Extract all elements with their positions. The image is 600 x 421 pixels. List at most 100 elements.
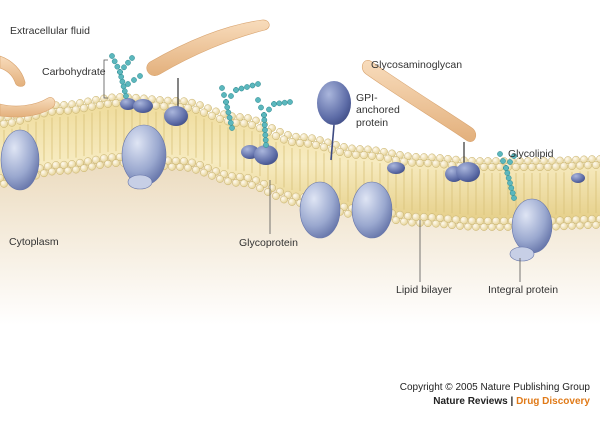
lipid-head	[467, 216, 477, 225]
lipid-head	[543, 162, 553, 171]
lipid-head	[404, 152, 412, 161]
lipid-head	[488, 223, 496, 231]
lipid-head	[76, 99, 84, 107]
lipid-head	[291, 192, 301, 201]
lipid-head	[79, 104, 89, 113]
lipid-head	[311, 141, 321, 150]
journal-credit: Nature Reviews | Drug Discovery	[433, 396, 590, 407]
lipid-head	[67, 160, 77, 169]
lipid-head	[55, 106, 65, 116]
lipid-head	[256, 184, 264, 193]
sugar-residue	[281, 99, 288, 106]
lipid-head	[519, 162, 529, 172]
lipid-head	[184, 163, 192, 172]
lipid-head	[80, 164, 88, 173]
lipid-head	[247, 121, 257, 130]
sugar-residue	[287, 99, 293, 105]
sugar-residue	[109, 53, 115, 59]
lipid-head	[92, 95, 100, 104]
lipid-head	[216, 175, 224, 183]
lipid-head	[412, 153, 420, 161]
lipid-head	[475, 216, 485, 226]
lipid-head	[428, 153, 436, 162]
glycosaminoglycan-left-top	[0, 55, 26, 87]
lipid-head	[588, 155, 596, 163]
integral-proteins	[0, 124, 553, 262]
gpi-label-line1: GPI-	[356, 92, 378, 104]
lipid-head	[351, 150, 361, 159]
sugar-residue	[233, 87, 239, 93]
lipid-head	[432, 219, 440, 228]
lipid-head	[243, 173, 253, 183]
sugar-residue	[505, 175, 512, 181]
lipid-head	[440, 220, 448, 229]
lipid-head	[7, 118, 17, 127]
lipid-head	[435, 213, 445, 223]
lipid-head	[56, 167, 64, 175]
sugar-residue	[129, 55, 135, 61]
lipid-head	[156, 96, 164, 104]
sugar-residue	[125, 59, 131, 66]
glycosaminoglycan-label: Glycosaminoglycan	[371, 59, 463, 71]
sugar-residue	[137, 73, 143, 79]
sugar-residue	[225, 109, 232, 116]
lipid-head	[180, 97, 188, 106]
lipid-head	[232, 178, 240, 187]
lipid-head	[592, 221, 600, 229]
lipid-head	[95, 101, 105, 110]
lipid-head	[91, 155, 101, 164]
lipid-head	[451, 215, 461, 224]
journal-name: Nature Reviews	[433, 396, 508, 407]
sugar-residue	[497, 151, 503, 157]
lipid-head	[364, 145, 372, 154]
sugar-residue	[263, 142, 269, 148]
lipid-head	[479, 162, 489, 172]
sugar-residue	[509, 190, 516, 196]
lipid-head	[103, 99, 113, 108]
lipid-head	[564, 156, 572, 164]
lipid-head	[288, 198, 296, 206]
lipid-head	[571, 215, 581, 224]
lipid-head	[96, 161, 104, 169]
lipid-head	[407, 158, 417, 167]
lipid-head	[591, 160, 600, 170]
carbohydrate-chain-left	[109, 53, 143, 99]
sugar-residue	[507, 180, 513, 186]
glycolipid-label: Glycolipid	[508, 148, 554, 160]
sugar-residue	[224, 104, 231, 111]
lipid-head	[200, 168, 208, 177]
lipid-head	[487, 162, 497, 172]
lipid-head	[215, 114, 225, 123]
lipid-head	[240, 179, 248, 188]
lipid-head	[59, 160, 69, 169]
lipid-head	[484, 157, 492, 165]
lipid-head	[179, 157, 189, 166]
lipid-head	[395, 210, 405, 219]
sugar-residue	[229, 125, 235, 131]
glycoprotein-chain-b	[255, 97, 293, 148]
lipid-head	[244, 114, 252, 122]
lipid-head	[396, 151, 404, 159]
sugar-residue	[255, 97, 261, 103]
lipid-head	[424, 219, 432, 228]
lipid-head	[400, 217, 408, 226]
lipid-head	[595, 214, 600, 224]
lipid-head	[495, 162, 505, 172]
lipid-head	[191, 105, 201, 114]
lipid-head	[496, 223, 504, 231]
lipid-head	[0, 179, 8, 188]
lipid-head	[303, 139, 313, 148]
lipid-head	[499, 216, 509, 226]
sugar-residue	[123, 93, 129, 99]
sugar-residue	[226, 114, 233, 121]
lipid-head	[239, 119, 249, 128]
lipid-head	[168, 162, 176, 171]
lipid-head	[540, 157, 548, 165]
lipid-head	[335, 147, 345, 156]
leader-lines	[103, 59, 521, 282]
sugar-residue	[117, 69, 123, 75]
lipid-head	[264, 188, 272, 196]
lipid-head	[108, 93, 116, 102]
lipid-head	[343, 149, 353, 158]
lipid-head	[272, 192, 280, 200]
